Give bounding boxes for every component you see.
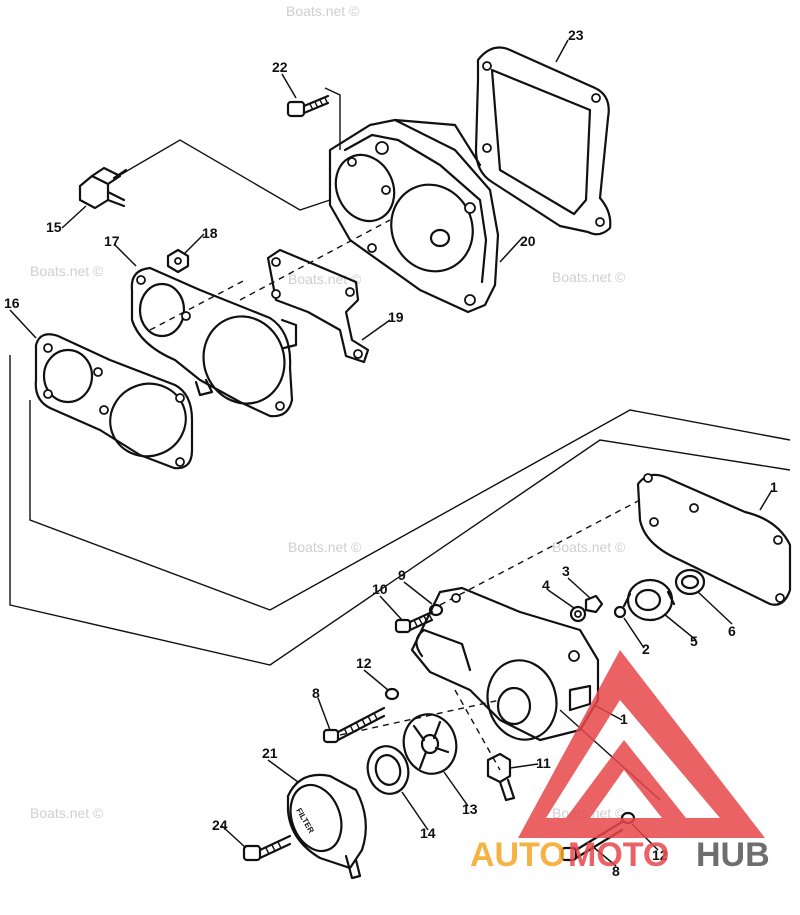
callout-17: 17 (104, 233, 120, 249)
nut-18 (166, 248, 190, 274)
fitting-11 (486, 752, 516, 802)
callout-8-lower: 8 (612, 863, 620, 879)
callout-22: 22 (272, 59, 288, 75)
callout-1-lower: 1 (620, 711, 628, 727)
callout-12-upper: 12 (356, 655, 372, 671)
watermark-text: Boats.net © (552, 539, 626, 555)
logo-inner-triangle-icon (566, 740, 686, 818)
callout-21: 21 (262, 745, 278, 761)
logo-hub: HUB (696, 836, 770, 874)
bolt-22 (286, 94, 330, 118)
bracket-19 (266, 248, 370, 364)
callout-19: 19 (388, 309, 404, 325)
callout-1-upper: 1 (770, 479, 778, 495)
logo-triangle-icon (518, 650, 765, 838)
filter-cover-21: FILTER (286, 773, 367, 880)
callout-5: 5 (690, 633, 698, 649)
gasket-1-upper (636, 473, 792, 606)
callout-12-lower: 12 (652, 847, 668, 863)
callout-4: 4 (542, 577, 550, 593)
callout-2: 2 (642, 641, 650, 657)
callout-10: 10 (372, 581, 388, 597)
fasteners-2-3-4 (569, 594, 627, 623)
callout-23: 23 (568, 27, 584, 43)
callout-numbers: 23 22 15 18 17 20 16 19 1 10 9 4 3 5 6 2… (4, 27, 778, 879)
watermark-text: Boats.net © (286, 3, 360, 19)
callout-3: 3 (562, 563, 570, 579)
thermostat-housing-17 (130, 266, 298, 418)
callout-8-upper: 8 (312, 685, 320, 701)
washer-9 (428, 603, 444, 617)
seal-14 (366, 745, 410, 795)
callout-18: 18 (202, 225, 218, 241)
watermark-text: Boats.net © (552, 269, 626, 285)
watermark-text: Boats.net © (30, 263, 104, 279)
logo-auto: AUTO (470, 836, 566, 874)
watermark-text: Boats.net © (288, 539, 362, 555)
cap-lettering: FILTER (294, 807, 316, 835)
seal-6 (674, 568, 706, 596)
callout-9: 9 (398, 567, 406, 583)
watermark-text: Boats.net © (288, 271, 362, 287)
bolt-24 (242, 834, 292, 862)
callout-15: 15 (46, 219, 62, 235)
callout-24: 24 (212, 817, 228, 833)
callout-11: 11 (536, 755, 551, 771)
housing-20 (328, 118, 500, 314)
washer-12-upper (384, 687, 400, 701)
gasket-23 (474, 46, 612, 236)
callout-20: 20 (520, 233, 536, 249)
water-pump-body (410, 586, 600, 742)
callout-13: 13 (462, 801, 478, 817)
assembly-lines (9, 87, 791, 801)
thermostat-5 (622, 578, 676, 622)
bolt-8-upper (322, 706, 386, 744)
callout-6: 6 (728, 623, 736, 639)
callout-16: 16 (4, 295, 20, 311)
callout-14: 14 (420, 825, 436, 841)
automotohub-logo: AUTO MOTO HUB (470, 650, 770, 874)
gasket-16 (34, 333, 194, 470)
impeller-13 (402, 713, 458, 775)
watermark-text: Boats.net © (30, 805, 104, 821)
fitting-15 (78, 166, 128, 210)
watermarks: Boats.net © Boats.net © Boats.net © Boat… (30, 3, 626, 821)
logo-moto: MOTO (568, 836, 669, 874)
